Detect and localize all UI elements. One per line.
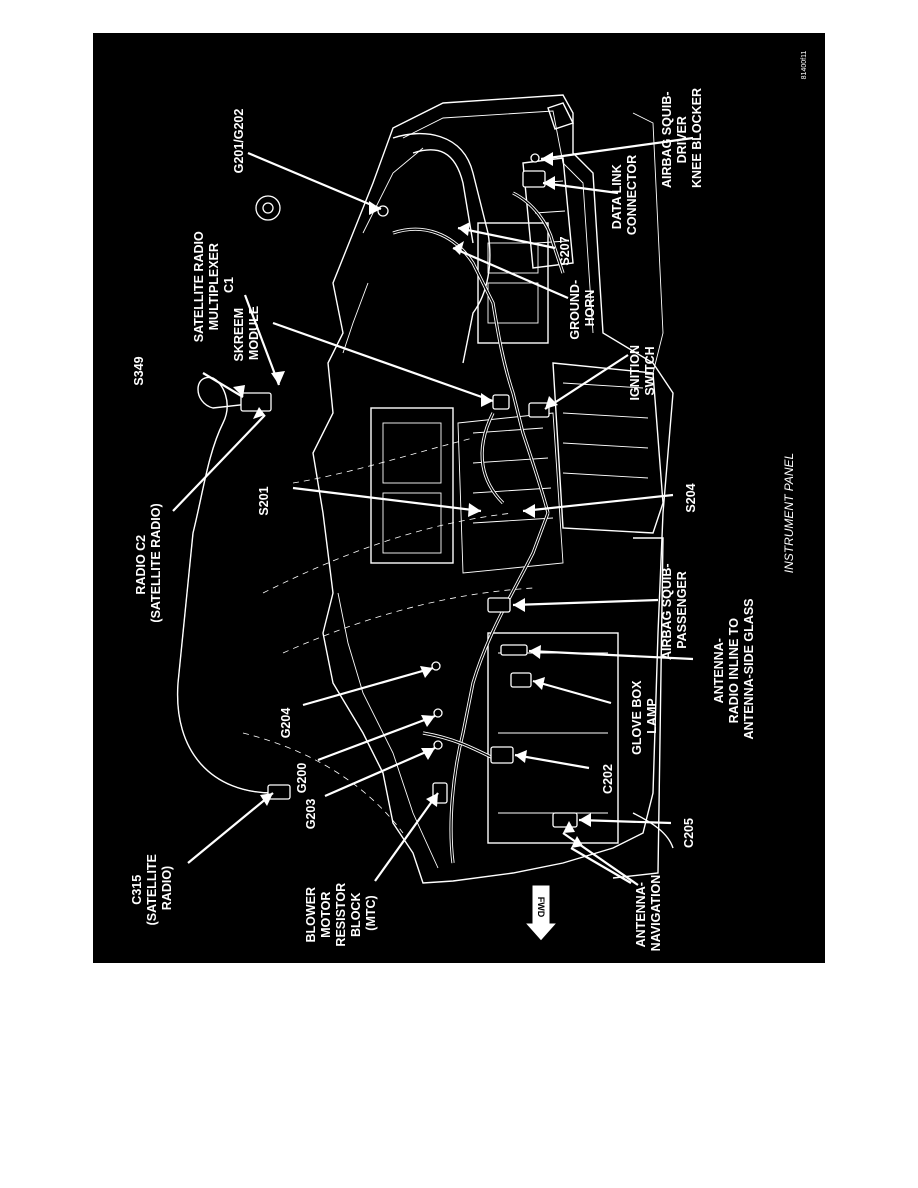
fwd-label: FWD [536,897,546,918]
label-c202: C202 [601,764,615,794]
callout-labels: SATELLITE RADIO MULTIPLEXER C1 S349 RADI… [130,88,756,951]
g200-ground [433,708,443,718]
leader-g203 [324,746,436,798]
label-blower-motor-resistor: BLOWER MOTOR RESISTOR BLOCK (MTC) [304,879,378,946]
c205-connector [552,812,578,828]
leader-lines [172,136,694,886]
instrument-panel-diagram: FWD SATELLITE RADIO MULTIPLEXER C1 S349 … [130,51,808,952]
label-radio-c2: RADIO C2 (SATELLITE RADIO) [134,503,163,622]
leader-s207 [457,226,556,250]
label-s201: S201 [257,486,271,515]
fwd-arrow: FWD [523,884,559,942]
leader-ignition [544,354,629,410]
leader-g201-g202 [247,151,382,211]
leader-c205 [578,818,672,825]
leader-arrowheads [233,152,591,848]
c202-connector [490,746,514,764]
leader-passenger-squib [512,598,659,607]
leader-c202 [514,753,590,770]
label-data-link-connector: DATA LINK CONNECTOR [610,155,639,235]
leader-ground-horn [452,246,569,300]
leader-antenna-nav-1 [570,847,632,884]
leader-radio-c2 [172,414,266,512]
leader-data-link [542,181,619,195]
leader-s201 [292,486,482,513]
label-ground-horn: GROUND- HORN [568,276,597,339]
label-s204: S204 [684,483,698,512]
label-g203: G203 [304,799,318,830]
glove-box-lamp-connector [510,672,532,688]
leader-antenna-inline [528,649,694,661]
diagram-panel: FWD SATELLITE RADIO MULTIPLEXER C1 S349 … [93,33,825,963]
figure-caption: INSTRUMENT PANEL [782,453,796,573]
label-glove-box-lamp: GLOVE BOX LAMP [630,677,659,755]
leader-c315 [187,792,274,864]
label-g201-g202: G201/G202 [232,109,246,174]
leader-g204 [302,666,434,707]
g204-ground [431,661,441,671]
label-s207: S207 [558,236,572,265]
c315-connector [267,784,291,800]
wiring-harness [176,191,674,864]
leader-multiplexer [243,294,281,386]
instrument-panel-drawing [242,94,674,884]
leader-glove-box [532,679,612,705]
leader-g200 [317,714,436,762]
skreem-module-connector [492,394,510,410]
label-c205: C205 [682,818,696,848]
label-s349: S349 [132,356,146,385]
leader-blower [374,792,439,882]
leader-s204 [522,493,674,513]
leader-knee-blocker [540,136,694,161]
figure-code: 81400f11 [801,51,808,80]
label-antenna-radio-inline: ANTENNA- RADIO INLINE TO ANTENNA-SIDE GL… [712,599,756,740]
leader-s349 [202,372,244,398]
label-c315: C315 (SATELLITE RADIO) [130,851,174,926]
g203-ground [433,740,443,750]
label-g204: G204 [279,708,293,739]
label-ignition-switch: IGNITION SWITCH [628,341,657,400]
multiplexer-connector [240,392,272,412]
passenger-squib-connector [487,597,511,613]
leader-skreem [272,321,494,403]
antenna-inline-connector [500,644,528,656]
label-g200: G200 [295,763,309,794]
components [240,153,578,828]
data-link-connector-block [522,170,546,188]
label-airbag-squib-driver: AIRBAG SQUIB- DRIVER KNEE BLOCKER [660,88,704,188]
label-skreem-module: SKREEM MODULE [232,305,261,362]
label-satellite-radio-multiplexer-c1: SATELLITE RADIO MULTIPLEXER C1 [192,228,236,342]
knee-blocker-squib [530,153,540,163]
ignition-switch-connector [528,402,550,418]
label-antenna-navigation: ANTENNA- NAVIGATION [634,875,663,952]
label-airbag-squib-passenger: AIRBAG SQUIB- PASSENGER [660,560,689,660]
